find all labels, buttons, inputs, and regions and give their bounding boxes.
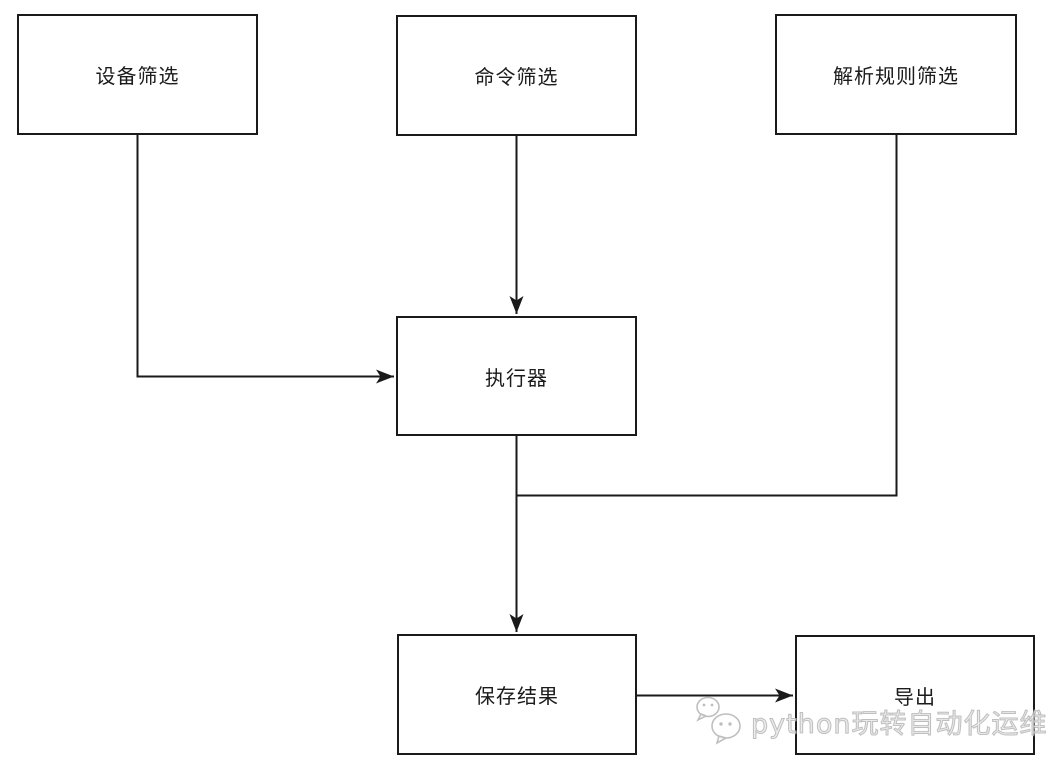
- node-save-result: 保存结果: [397, 634, 637, 755]
- connector-parse-rule-filter-to-junction: [516, 135, 898, 497]
- node-device-filter-label: 设备筛选: [95, 64, 180, 88]
- node-command-filter: 命令筛选: [396, 15, 637, 136]
- node-device-filter: 设备筛选: [17, 14, 258, 135]
- node-executor: 执行器: [396, 316, 637, 436]
- node-parse-rule-filter: 解析规则筛选: [775, 14, 1017, 135]
- node-save-result-label: 保存结果: [475, 684, 559, 708]
- node-export: 导出: [795, 635, 1035, 755]
- node-export-label: 导出: [894, 684, 936, 709]
- node-executor-label: 执行器: [485, 365, 548, 390]
- connector-device-filter-to-executor: [136, 135, 394, 384]
- node-command-filter-label: 命令筛选: [474, 65, 559, 89]
- node-parse-rule-filter-label: 解析规则筛选: [833, 64, 959, 88]
